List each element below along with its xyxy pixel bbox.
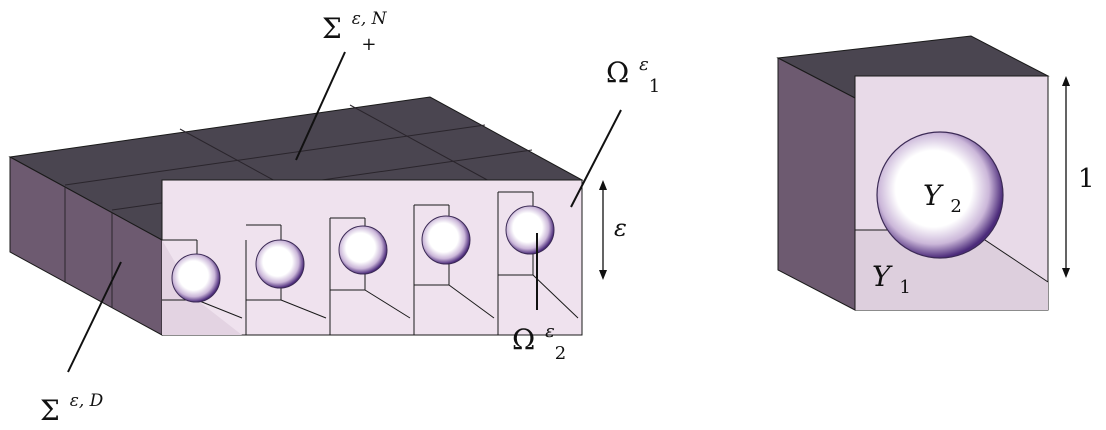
label-y2: Y 2 [923,179,962,217]
unit-length-arrow [1062,76,1070,278]
label-epsilon: ε [614,214,627,242]
inclusion-circle [255,239,305,289]
unit-cell-left-face [777,57,856,311]
label-omega2: Ω ε 2 [512,311,566,364]
label-sigma-d: Σ ε, D [40,391,104,427]
unit-cell [776,35,1050,311]
slab-structure [8,96,584,336]
slab-left-seams [64,187,113,308]
label-omega1: Ω ε 1 [606,44,660,97]
pointer-sigma-d [67,261,122,373]
slab-cell [246,218,331,335]
epsilon-dimension-arrow [599,180,607,280]
pointer-sigma-plus [295,51,346,161]
inclusion-circle [171,253,221,303]
slab-cell [498,191,579,319]
pointer-lines [67,51,622,373]
inclusion-circle [505,205,555,255]
slab-cell [162,239,247,335]
inclusion-circle [338,225,388,275]
slab-cell [414,192,499,335]
label-unit-length: 1 [1078,164,1095,194]
label-y1: Y 1 [872,260,911,298]
label-sigma-plus-n: Σ ε, N + [322,0,395,55]
inclusion-circle [421,215,471,265]
unit-cell-inclusion [876,131,1004,259]
pointer-omega1 [570,109,622,208]
slab-cell [330,205,415,335]
